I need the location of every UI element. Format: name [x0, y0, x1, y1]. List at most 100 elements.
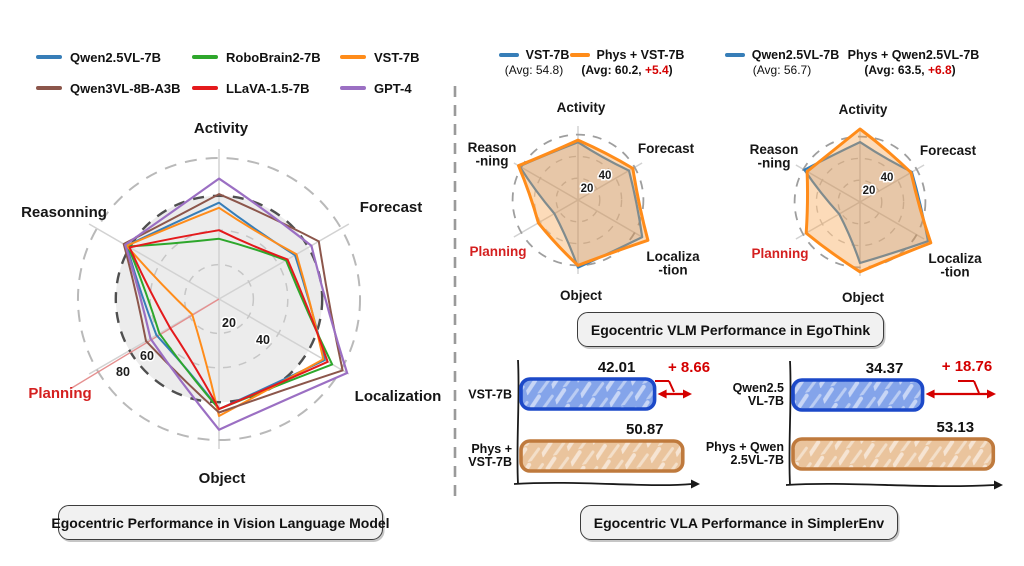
legend-avg: (Avg: 60.2, +5.4): [581, 63, 673, 77]
legend-label: Qwen2.5VL-7B: [70, 49, 162, 65]
legend-label: Phys + Qwen2.5VL-7B: [847, 48, 980, 62]
radar-grid-ring: [837, 179, 883, 225]
planning-leader-line: [69, 298, 220, 390]
radar-axis-label-object: Object: [560, 288, 603, 303]
radar-series-LLaVA-1.5-7B: [128, 229, 329, 411]
legend-swatch: [498, 53, 519, 57]
radar-grid-ring: [76, 156, 362, 442]
radar-axis-label-activity: Activity: [839, 102, 888, 117]
bar-label: Phys +: [471, 442, 512, 456]
radar-axis-label-reasonning: -ning: [476, 154, 509, 169]
radar-axis-label-localization: -tion: [658, 263, 687, 278]
radar-axis-label-reasonning: Reason: [750, 142, 799, 157]
legend-avg: (Avg: 56.7): [752, 63, 812, 77]
radar-grid-ring: [533, 155, 623, 245]
radar-grid-ring: [183, 263, 255, 335]
legend-swatch: [340, 55, 366, 59]
caption-text: Egocentric VLM Performance in EgoThink: [590, 321, 871, 338]
radar-series-Phys + Qwen2.5VL-7B: [804, 127, 933, 274]
legend-label: RoboBrain2-7B: [226, 49, 321, 65]
legend-item: Phys + VST-7B (Avg: 60.2, +5.4): [562, 48, 692, 77]
bar-y-axis: [788, 360, 792, 486]
radar-axis-label-localization: Localiza: [928, 251, 982, 266]
radar-axis-line: [859, 201, 925, 240]
bar-label: VST-7B: [468, 455, 512, 469]
legend-label: LLaVA-1.5-7B: [226, 80, 310, 96]
radar-axis-label-planning: Planning: [752, 246, 809, 261]
radar-tick-label: 40: [256, 333, 270, 347]
radar-axis-line: [218, 223, 350, 300]
radar-grid-ring: [114, 194, 324, 404]
radar-tick-label: 40: [881, 172, 894, 184]
radar-axis-label-forecast: Forecast: [360, 199, 423, 216]
legend-avg: (Avg: 63.5, +6.8): [864, 63, 956, 77]
legend-item: Qwen3VL-8B-A3B: [36, 80, 181, 96]
radar-tick-label: 80: [116, 365, 130, 379]
delta-label: + 18.76: [942, 358, 992, 375]
bar-label: Qwen2.5: [733, 381, 784, 395]
radar-axis-line: [513, 199, 579, 238]
bar-x-axis-arrowhead: [994, 480, 1003, 490]
legend-swatch: [36, 55, 62, 59]
legend-swatch: [340, 86, 366, 90]
radar-axis-line: [859, 164, 925, 203]
legend-swatch: [569, 53, 590, 57]
radar-axis-label-activity: Activity: [194, 120, 249, 137]
bar-x-axis-arrowhead: [691, 479, 700, 489]
legend-item: Qwen2.5VL-7B: [36, 49, 162, 65]
radar-grid-ring: [815, 157, 905, 247]
bar-label: 2.5VL-7B: [731, 453, 785, 467]
radar-series-Phys + VST-7B: [517, 138, 650, 267]
radar-series-Qwen3VL-8B-A3B: [122, 193, 344, 414]
radar-tick-label: 40: [599, 170, 612, 182]
radar-tick-label: 60: [140, 349, 154, 363]
legend-item: GPT-4: [340, 80, 412, 96]
radar-series-GPT-4: [124, 177, 349, 431]
radar-axis-label-localization: Localiza: [646, 249, 700, 264]
radar-grid-ring: [793, 135, 927, 269]
caption-text: Egocentric Performance in Vision Languag…: [51, 514, 390, 531]
radar-axis-label-reasonning: Reason: [468, 140, 517, 155]
legend-swatch: [192, 86, 218, 90]
caption-vlm-performance: Egocentric Performance in Vision Languag…: [51, 505, 390, 540]
legend-avg: (Avg: 54.8): [504, 63, 564, 77]
radar-axis-label-object: Object: [199, 470, 246, 487]
legend-swatch: [724, 53, 745, 57]
caption-egothink: Egocentric VLM Performance in EgoThink: [577, 312, 884, 347]
radar-chart-ego_qwen: 2040ActivityForecastLocaliza-tionObjectP…: [750, 102, 983, 305]
legend-label: Qwen3VL-8B-A3B: [70, 80, 181, 96]
legend-item: LLaVA-1.5-7B: [192, 80, 310, 96]
radar-chart-vlm_radar: 20 40 60 80 ActivityForecastLocalizationObje…: [21, 120, 441, 487]
bar-value-label: 50.87: [626, 421, 664, 438]
legend-label: GPT-4: [374, 80, 412, 96]
bar-label: VST-7B: [468, 388, 512, 402]
legend-item: RoboBrain2-7B: [192, 49, 321, 65]
bar-x-axis: [513, 481, 693, 487]
delta-label: + 8.66: [668, 359, 710, 376]
radar-chart-ego_vst: 2040ActivityForecastLocaliza-tionObjectP…: [468, 100, 701, 303]
bar-label: VL-7B: [748, 394, 784, 408]
caption-simplerenv: Egocentric VLA Performance in SimplerEnv: [580, 505, 898, 540]
legend-label: Phys + VST-7B: [596, 48, 685, 62]
radar-axis-line: [513, 162, 579, 201]
legend-label: Qwen2.5VL-7B: [751, 48, 840, 62]
legend-label: VST-7B: [525, 48, 570, 62]
radar-axis-label-object: Object: [842, 290, 885, 305]
bar-value-label: 34.37: [866, 360, 904, 377]
bar-value-label: 53.13: [937, 419, 975, 436]
radar-axis-label-planning: Planning: [470, 244, 527, 259]
radar-grid-ring: [555, 177, 601, 223]
radar-axis-label-reasonning: Reasonning: [21, 204, 107, 221]
radar-axis-line: [577, 199, 643, 238]
radar-tick-label: 20: [581, 183, 594, 195]
bar-x-axis: [785, 482, 996, 488]
radar-tick-label: 20: [222, 316, 236, 330]
legend-item: Qwen2.5VL-7B (Avg: 56.7): [722, 48, 842, 77]
radar-axis-label-localization: -tion: [940, 265, 969, 280]
radar-axis-label-localization: Localization: [355, 388, 442, 405]
radar-axis-label-forecast: Forecast: [920, 143, 977, 158]
